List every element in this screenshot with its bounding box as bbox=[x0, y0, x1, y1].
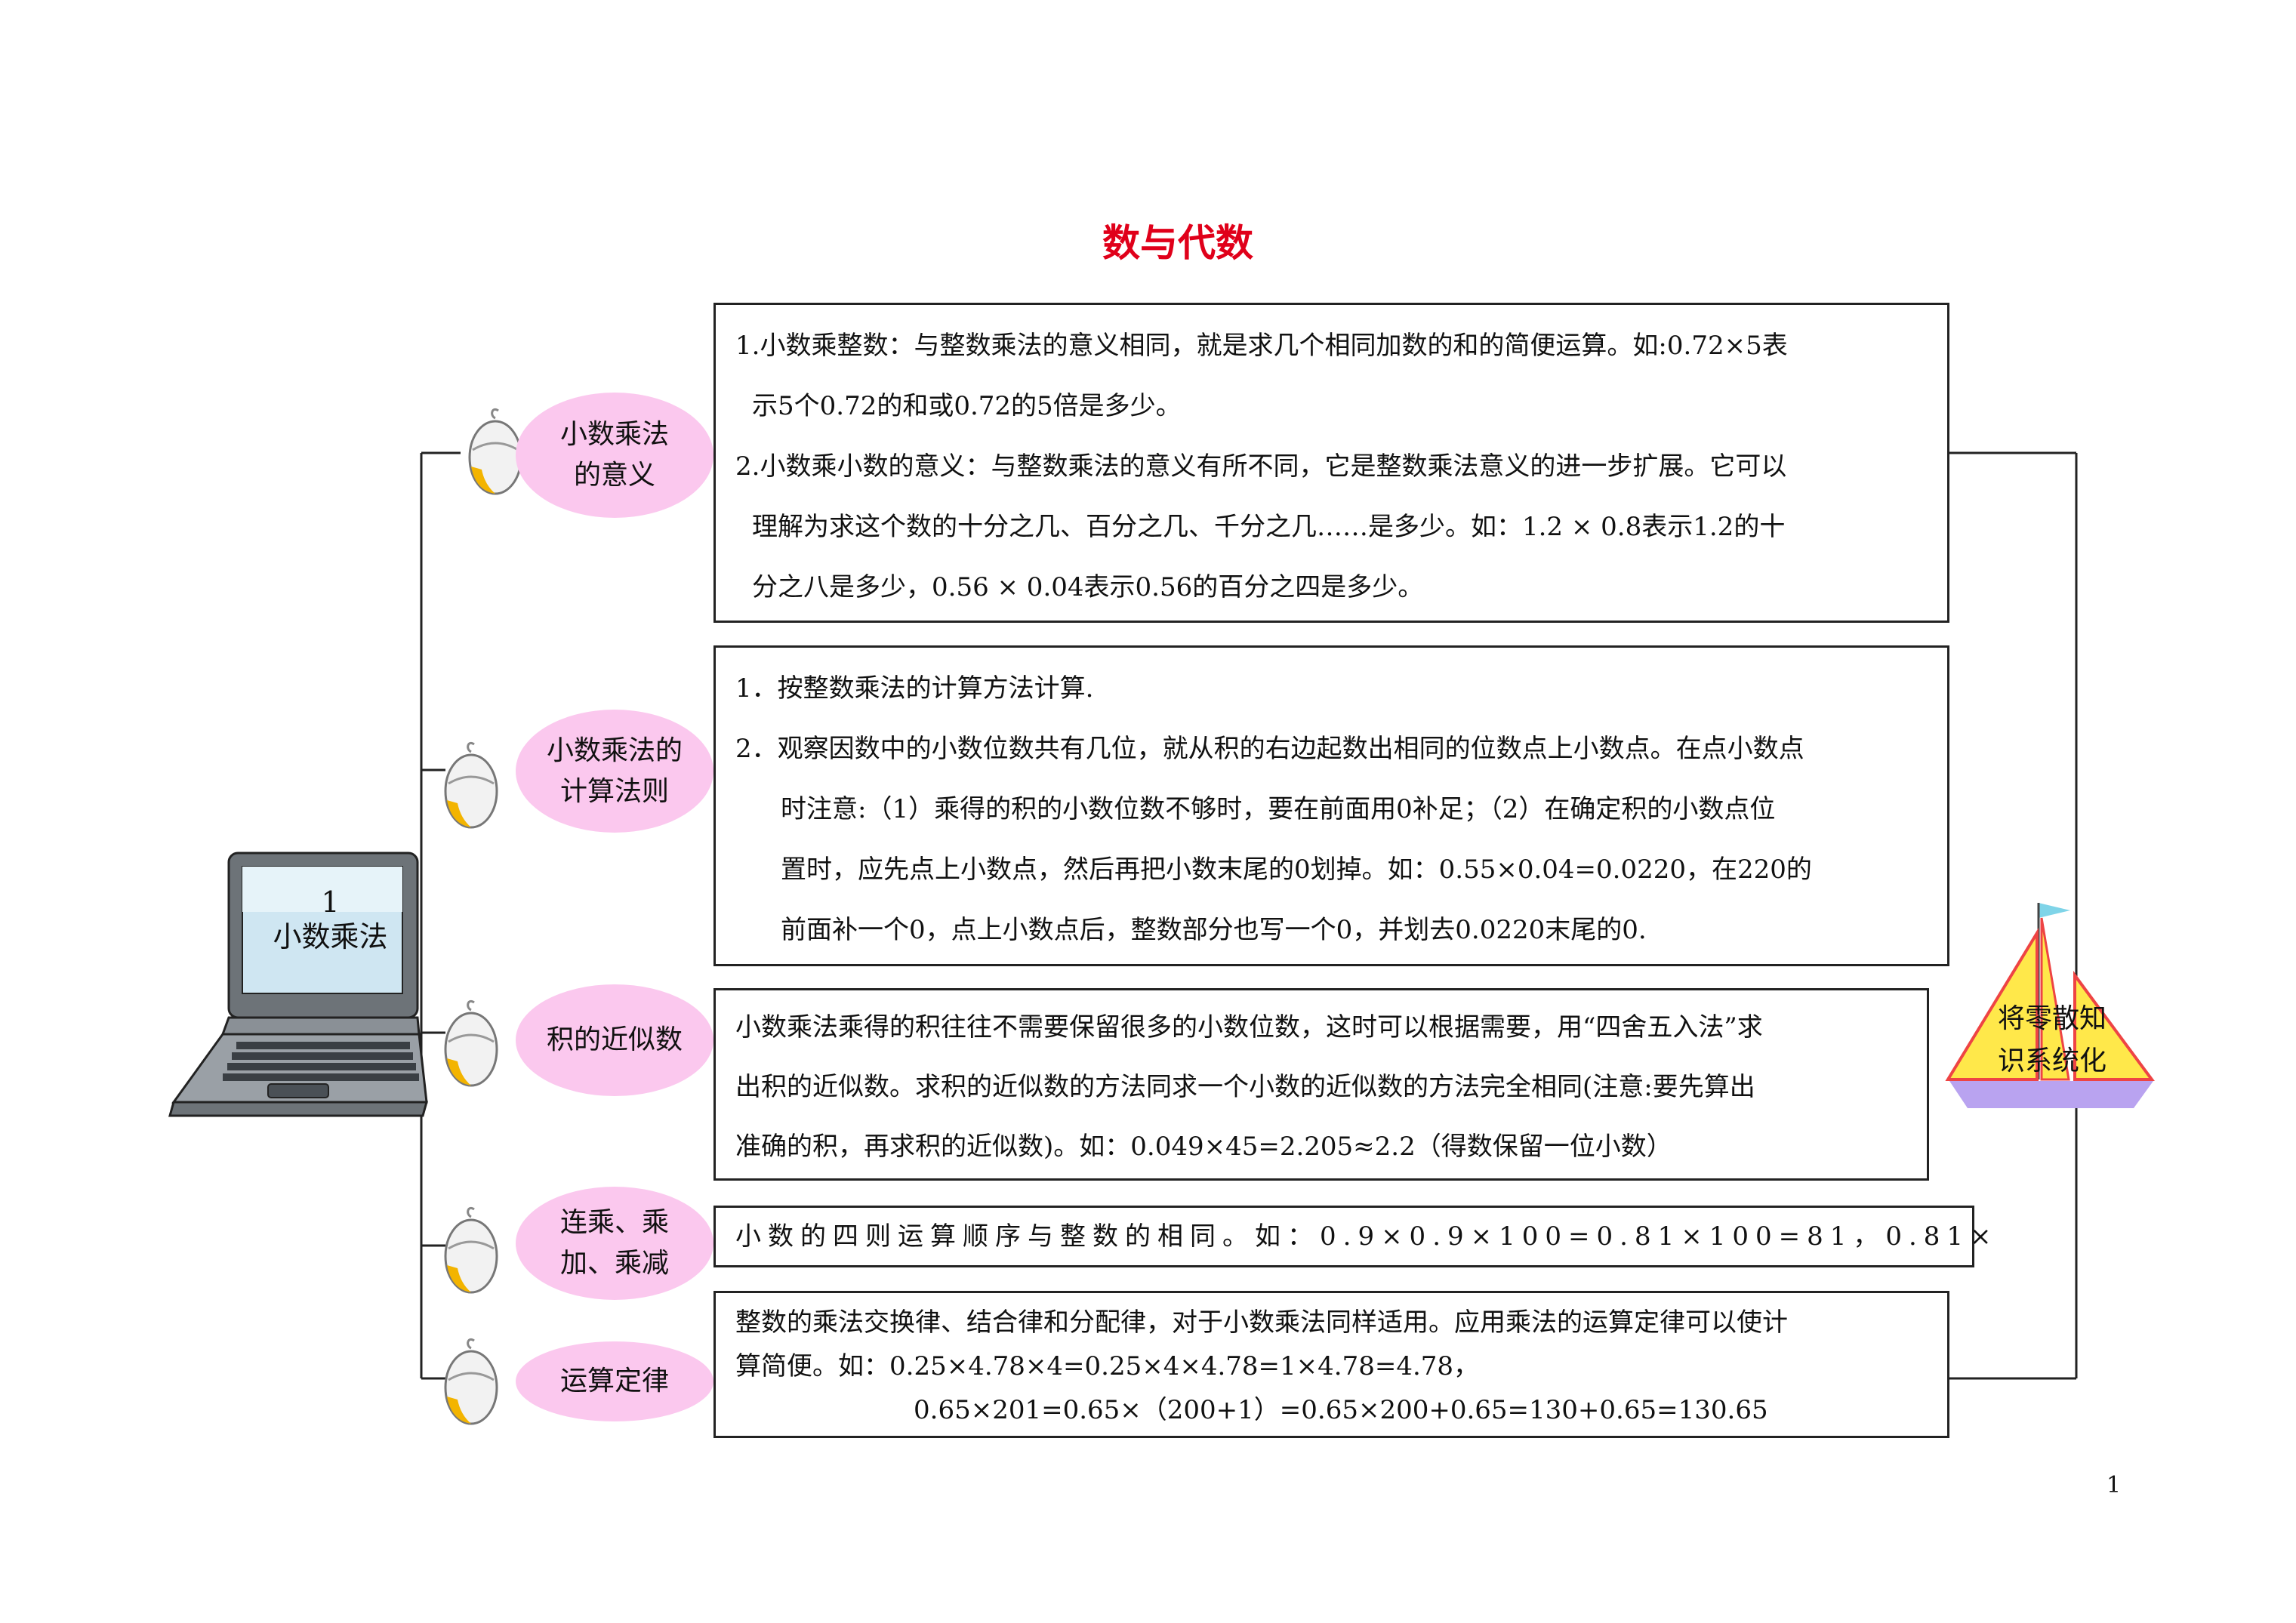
content-line: 1.小数乘整数：与整数乘法的意义相同，就是求几个相同加数的和的简便运算。如:0.… bbox=[735, 331, 1788, 361]
summary-label: 将零散知 识系统化 bbox=[1977, 998, 2128, 1083]
content-line: 准确的积，再求积的近似数)。如：0.049×45=2.205≈2.2（得数保留一… bbox=[735, 1132, 1672, 1162]
laptop-icon bbox=[168, 852, 428, 1117]
content-line: 小数乘法乘得的积往往不需要保留很多的小数位数，这时可以根据需要，用“四舍五入法”… bbox=[735, 1012, 1763, 1042]
content-line: 示5个0.72的和或0.72的5倍是多少。 bbox=[752, 391, 1182, 421]
content-line: 小数的四则运算顺序与整数的相同。如：0.9×0.9×100=0.81×100=8… bbox=[735, 1221, 1999, 1252]
mouse-icon bbox=[444, 999, 498, 1087]
content-line: 算简便。如：0.25×4.78×4=0.25×4×4.78=1×4.78=4.7… bbox=[735, 1351, 1480, 1381]
content-line: 2．观察因数中的小数位数共有几位，就从积的右边起数出相同的位数点上小数点。在点小… bbox=[735, 734, 1804, 764]
content-line: 分之八是多少，0.56 × 0.04表示0.56的百分之四是多少。 bbox=[752, 572, 1424, 602]
content-line: 2.小数乘小数的意义：与整数乘法的意义有所不同，它是整数乘法意义的进一步扩展。它… bbox=[735, 451, 1787, 482]
summary-label-line: 识系统化 bbox=[1997, 1046, 2106, 1076]
content-box-rules: 1．按整数乘法的计算方法计算. 2．观察因数中的小数位数共有几位，就从积的右边起… bbox=[713, 645, 1949, 966]
center-node: 1 小数乘法 bbox=[249, 885, 411, 990]
branch-label: 连乘、乘加、乘减 bbox=[516, 1187, 713, 1300]
content-box-approximation: 小数乘法乘得的积往往不需要保留很多的小数位数，这时可以根据需要，用“四舍五入法”… bbox=[713, 988, 1929, 1181]
content-line: 0.65×201=0.65×（200+1）=0.65×200+0.65=130+… bbox=[914, 1395, 1768, 1425]
content-box-meaning: 1.小数乘整数：与整数乘法的意义相同，就是求几个相同加数的和的简便运算。如:0.… bbox=[713, 303, 1949, 623]
center-node-number: 1 bbox=[321, 885, 340, 919]
branch-label-line: 小数乘法的 bbox=[546, 735, 683, 766]
content-line: 1．按整数乘法的计算方法计算. bbox=[735, 673, 1094, 704]
branch-label-line: 计算法则 bbox=[559, 775, 669, 807]
mouse-icon bbox=[444, 1206, 498, 1294]
branch-label: 小数乘法的意义 bbox=[516, 393, 713, 518]
branch-label-line: 运算定律 bbox=[559, 1366, 669, 1397]
branch-label-line: 小数乘法 bbox=[559, 419, 669, 450]
content-line: 出积的近似数。求积的近似数的方法同求一个小数的近似数的方法完全相同(注意:要先算… bbox=[735, 1072, 1755, 1102]
content-line: 置时，应先点上小数点，然后再把小数末尾的0划掉。如：0.55×0.04=0.02… bbox=[781, 855, 1812, 885]
mouse-icon bbox=[444, 741, 498, 829]
branch-label: 积的近似数 bbox=[516, 984, 713, 1096]
content-line: 时注意:（1）乘得的积的小数位数不够时，要在前面用0补足；（2）在确定积的小数点… bbox=[781, 794, 1776, 824]
content-line: 前面补一个0，点上小数点后，整数部分也写一个0，并划去0.0220末尾的0. bbox=[781, 915, 1647, 945]
summary-label-line: 将零散知 bbox=[1997, 1003, 2106, 1034]
branch-label: 小数乘法的计算法则 bbox=[516, 710, 713, 833]
sailboat-icon bbox=[1945, 903, 2155, 1108]
content-line: 整数的乘法交换律、结合律和分配律，对于小数乘法同样适用。应用乘法的运算定律可以使… bbox=[735, 1307, 1788, 1338]
page-title: 数与代数 bbox=[1102, 220, 1253, 265]
branch-label: 运算定律 bbox=[516, 1341, 713, 1421]
center-node-label: 小数乘法 bbox=[273, 920, 388, 953]
content-box-order: 小数的四则运算顺序与整数的相同。如：0.9×0.9×100=0.81×100=8… bbox=[713, 1206, 1999, 1267]
branch-label-line: 加、乘减 bbox=[559, 1248, 669, 1279]
branch-label-line: 积的近似数 bbox=[546, 1024, 683, 1055]
page-number: 1 bbox=[2106, 1472, 2122, 1498]
branch-label-line: 的意义 bbox=[573, 460, 655, 491]
content-line: 理解为求这个数的十分之几、百分之几、千分之几……是多少。如：1.2 × 0.8表… bbox=[752, 512, 1786, 542]
content-box-laws: 整数的乘法交换律、结合律和分配律，对于小数乘法同样适用。应用乘法的运算定律可以使… bbox=[713, 1291, 1949, 1438]
branch-label-line: 连乘、乘 bbox=[559, 1207, 669, 1238]
mouse-icon bbox=[444, 1338, 498, 1425]
